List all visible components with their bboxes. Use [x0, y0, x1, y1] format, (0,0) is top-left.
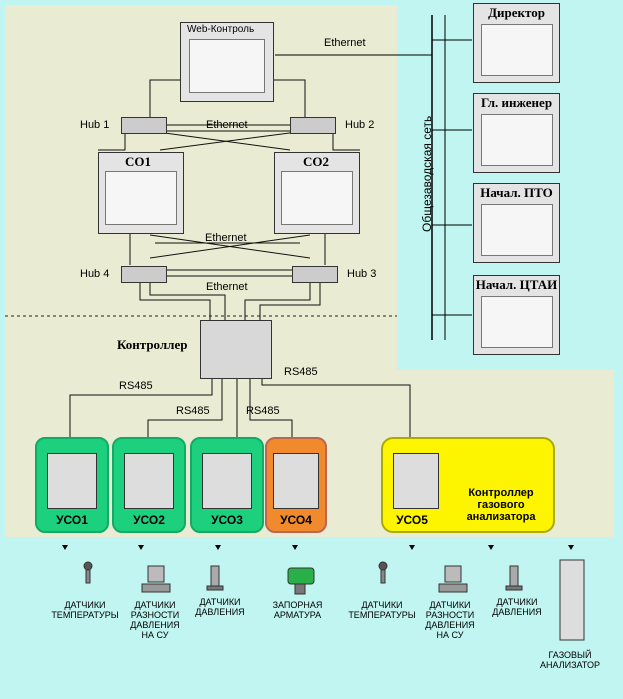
uso1-rack — [47, 453, 97, 509]
hub4-device — [121, 266, 167, 283]
web-control-frame: Web-Контроль — [180, 22, 274, 102]
uso3-label: УСО3 — [211, 513, 243, 527]
hub3-device — [292, 266, 338, 283]
plant-network-label: Общезаводская сеть — [420, 115, 434, 232]
sensor-icons — [83, 559, 585, 641]
uso4-rack — [273, 453, 319, 509]
director-terminal: Директор — [473, 3, 560, 83]
ctai-terminal: Начал. ЦТАИ — [473, 275, 560, 355]
director-screen — [481, 24, 553, 76]
hub4-label: Hub 4 — [80, 268, 110, 280]
controller-device — [200, 320, 272, 379]
ethernet-label-hubs34: Ethernet — [206, 281, 248, 293]
pto-screen — [481, 204, 553, 256]
uso5-label: УСО5 — [396, 513, 428, 527]
hub2-label: Hub 2 — [345, 119, 375, 131]
web-control-screen — [189, 39, 265, 93]
uso4-block: УСО4 — [265, 437, 327, 533]
rs485-label-b: RS485 — [284, 366, 318, 378]
ethernet-label-top: Ethernet — [324, 37, 366, 49]
director-label: Директор — [488, 5, 545, 20]
pto-terminal: Начал. ПТО — [473, 183, 560, 263]
uso2-rack — [124, 453, 174, 509]
sensor-label-dp-2: ДАТЧИКИ РАЗНОСТИ ДАВЛЕНИЯ НА СУ — [425, 600, 475, 640]
uso1-block: УСО1 — [35, 437, 109, 533]
pto-label: Начал. ПТО — [480, 185, 553, 200]
uso1-label: УСО1 — [56, 513, 88, 527]
chief-engineer-label: Гл. инженер — [480, 95, 553, 110]
sensor-label-pressure-1: ДАТЧИКИ ДАВЛЕНИЯ — [195, 597, 245, 617]
chief-engineer-terminal: Гл. инженер — [473, 93, 560, 173]
co2-label: СО2 — [303, 154, 329, 169]
hub2-device — [290, 117, 336, 134]
uso2-label: УСО2 — [133, 513, 165, 527]
chief-engineer-screen — [481, 114, 553, 166]
rs485-label-a: RS485 — [119, 380, 153, 392]
co2-frame — [274, 152, 360, 234]
co2-screen — [281, 171, 353, 225]
hub1-label: Hub 1 — [80, 119, 110, 131]
rs485-wires — [69, 377, 411, 440]
sensor-label-gas-analyzer: ГАЗОВЫЙ АНАЛИЗАТОР — [540, 650, 600, 670]
uso3-rack — [202, 453, 252, 509]
hub1-device — [121, 117, 167, 134]
sensor-label-valves: ЗАПОРНАЯ АРМАТУРА — [272, 600, 323, 620]
co1-label: СО1 — [125, 154, 151, 169]
ctai-screen — [481, 296, 553, 348]
co1-frame — [98, 152, 184, 234]
sensor-label-pressure-2: ДАТЧИКИ ДАВЛЕНИЯ — [492, 597, 542, 617]
co1-screen — [105, 171, 177, 225]
uso3-block: УСО3 — [190, 437, 264, 533]
web-control-label: Web-Контроль — [187, 24, 255, 35]
sensor-label-temp-1: ДАТЧИКИ ТЕМПЕРАТУРЫ — [51, 600, 119, 620]
gas-controller-label: Контроллер газового анализатора — [466, 487, 536, 523]
sensor-label-dp-1: ДАТЧИКИ РАЗНОСТИ ДАВЛЕНИЯ НА СУ — [130, 600, 180, 640]
controller-label: Контроллер — [117, 337, 188, 352]
rs485-label-c: RS485 — [176, 405, 210, 417]
rs485-label-d: RS485 — [246, 405, 280, 417]
ctai-label: Начал. ЦТАИ — [475, 277, 558, 292]
ethernet-label-mid: Ethernet — [205, 232, 247, 244]
uso5-block: УСО5 Контроллер газового анализатора — [381, 437, 555, 533]
uso2-block: УСО2 — [112, 437, 186, 533]
sensor-arrows — [62, 545, 574, 550]
hub3-label: Hub 3 — [347, 268, 377, 280]
uso5-rack — [393, 453, 439, 509]
ethernet-label-hubs12: Ethernet — [206, 119, 248, 131]
sensor-label-temp-2: ДАТЧИКИ ТЕМПЕРАТУРЫ — [348, 600, 416, 620]
uso4-label: УСО4 — [280, 513, 312, 527]
